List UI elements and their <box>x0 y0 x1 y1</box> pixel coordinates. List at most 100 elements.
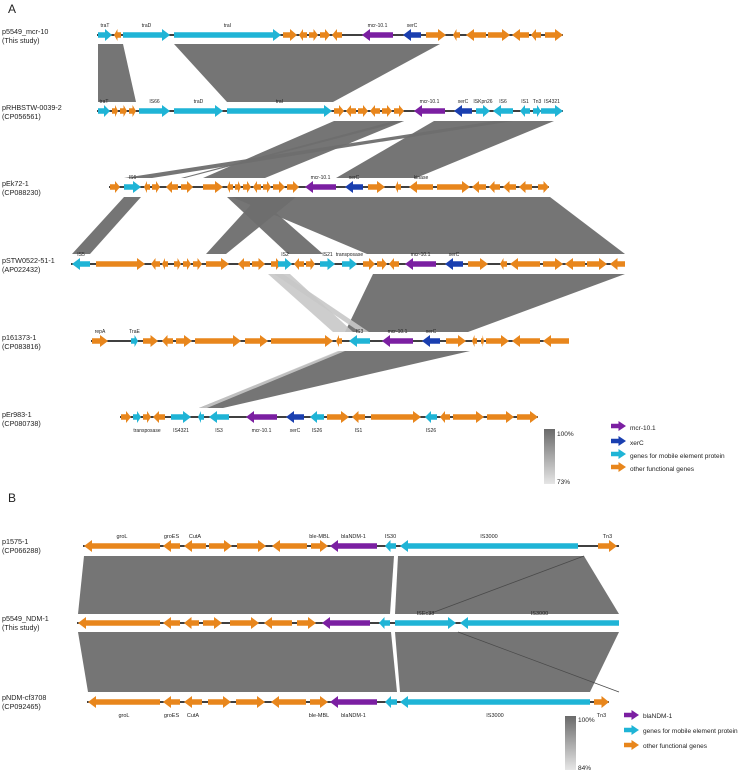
gene-arrow <box>246 411 277 423</box>
homology-link-line <box>457 631 620 693</box>
gene-arrow <box>252 258 265 270</box>
gene-arrow <box>395 617 456 629</box>
gene-arrow <box>533 105 541 117</box>
gene-label: xerC <box>458 99 469 105</box>
gene-label: CutA <box>187 713 200 719</box>
gene-arrow <box>336 335 342 347</box>
gene-label: IS3 <box>215 428 223 434</box>
track-accession: (CP056561) <box>2 112 41 121</box>
gene-arrow <box>468 258 488 270</box>
gene-arrow <box>235 181 241 193</box>
gene-arrow <box>545 29 563 41</box>
gene-arrow <box>163 696 180 708</box>
gene-arrow <box>206 258 229 270</box>
gene-arrow <box>272 540 307 552</box>
homology-link <box>268 274 353 332</box>
gene-arrow <box>377 258 387 270</box>
gene-arrow <box>176 335 192 347</box>
track-accession: (This study) <box>2 623 40 632</box>
legend-b-other-icon <box>624 740 639 750</box>
homology-link <box>72 197 141 254</box>
gene-arrow <box>171 411 191 423</box>
gene-label: mcr-10.1 <box>420 99 440 105</box>
gene-arrow <box>453 29 460 41</box>
gene-arrow <box>203 181 223 193</box>
gene-arrow <box>209 540 232 552</box>
gene-arrow <box>543 335 569 347</box>
gene-label: mcr-10.1 <box>411 252 431 258</box>
gene-arrow <box>133 411 141 423</box>
scale-b-max: 100% <box>578 717 595 724</box>
gene-label: ISEc33 <box>417 611 435 617</box>
gene-label: groL <box>116 534 127 540</box>
gene-arrow <box>153 411 165 423</box>
gene-label: blaNDM-1 <box>341 713 366 719</box>
legend-b-ndm-icon <box>624 710 639 720</box>
gene-arrow <box>144 181 150 193</box>
gene-arrow <box>238 258 250 270</box>
gene-arrow <box>78 617 160 629</box>
gene-label: xerC <box>426 329 437 335</box>
gene-label: IS4321 <box>544 99 560 105</box>
gene-label: IS5 <box>77 252 85 258</box>
gene-label: IS66 <box>149 99 160 105</box>
gene-arrow <box>245 335 268 347</box>
gene-label: CutA <box>189 534 202 540</box>
gene-label: Tn3 <box>597 713 606 719</box>
gene-arrow <box>472 335 477 347</box>
gene-arrow <box>84 540 160 552</box>
gene-arrow <box>96 258 145 270</box>
gene-arrow <box>114 29 121 41</box>
gene-arrow <box>273 181 285 193</box>
gene-arrow <box>139 105 170 117</box>
gene-label: traT <box>100 99 109 105</box>
homology-link <box>199 351 345 408</box>
gene-arrow <box>263 181 271 193</box>
gene-arrow <box>382 105 392 117</box>
legend-a-other-label: other functional genes <box>630 466 695 473</box>
gene-label: IS3 <box>356 329 364 335</box>
gene-arrow <box>286 411 304 423</box>
gene-arrow <box>334 105 344 117</box>
homology-link <box>206 197 296 254</box>
legend-b: blaNDM-1 genes for mobile element protei… <box>624 710 738 750</box>
identity-scale-b <box>565 716 576 770</box>
legend-b-mobile-icon <box>624 725 639 735</box>
gene-label: mcr-10.1 <box>368 23 388 29</box>
gene-arrow <box>346 105 356 117</box>
homology-links <box>72 44 625 693</box>
gene-arrow <box>517 411 538 423</box>
homology-link <box>203 121 404 178</box>
gene-arrow <box>198 411 204 423</box>
gene-arrow <box>437 181 470 193</box>
gene-arrow <box>405 258 436 270</box>
gene-label: traT <box>101 23 110 29</box>
panel-a-label: A <box>8 2 16 16</box>
track-name: pEr983-1 <box>2 410 32 419</box>
gene-arrow <box>400 696 590 708</box>
gene-arrow <box>425 411 437 423</box>
gene-label: xerC <box>290 428 301 434</box>
gene-arrow <box>297 617 316 629</box>
gene-arrow <box>385 540 396 552</box>
track-name: p5549_NDM-1 <box>2 614 49 623</box>
gene-arrow <box>123 29 170 41</box>
gene-arrow <box>481 335 484 347</box>
gene-label: IS3000 <box>531 611 548 617</box>
homology-link <box>174 44 440 102</box>
gene-arrow <box>512 335 540 347</box>
track-accession: (CP080738) <box>2 419 41 428</box>
gene-arrow <box>92 335 108 347</box>
homology-link <box>98 44 136 102</box>
gene-arrow <box>174 105 223 117</box>
gene-arrow <box>330 696 377 708</box>
legend-a-mobile-label: genes for mobile element protein <box>630 453 725 460</box>
track-name: p161373-1 <box>2 333 36 342</box>
gene-arrow <box>379 617 390 629</box>
gene-arrow <box>476 105 490 117</box>
